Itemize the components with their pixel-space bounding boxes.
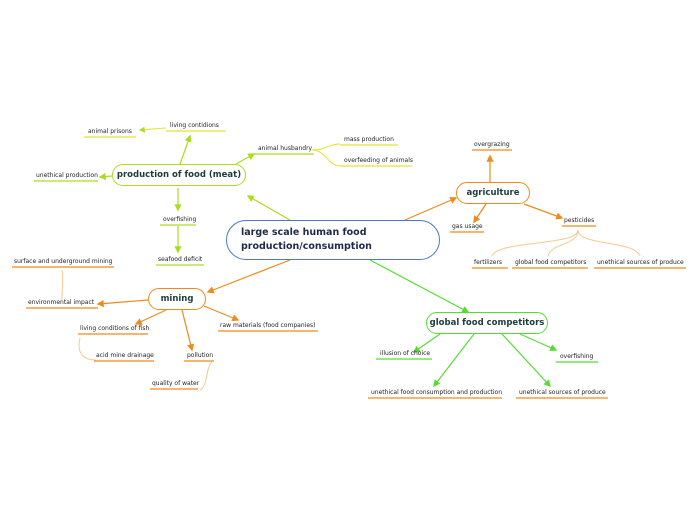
link-husbandry-mass — [311, 143, 341, 151]
leaf-animal-prisons[interactable]: animal prisons — [88, 128, 132, 135]
leaf-mass-production[interactable]: mass production — [344, 136, 394, 143]
link-mining-pollution — [181, 309, 195, 352]
link-global-overfishing — [519, 333, 558, 351]
link-agri-gas — [473, 203, 487, 224]
link-meat-husbandry — [235, 153, 256, 165]
leaf-unethical-sources-agri[interactable]: unethical sources of produce — [597, 259, 684, 266]
leaf-overfishing-global[interactable]: overfishing — [560, 353, 594, 360]
link-central-global — [369, 259, 470, 313]
link-central-agriculture — [404, 196, 458, 221]
topic-label: agriculture — [466, 188, 520, 198]
topic-label: global food competitors — [429, 318, 545, 328]
central-topic[interactable]: large scale human food production/consum… — [226, 220, 440, 260]
link-pest-unethical — [577, 229, 641, 257]
topic-mining[interactable]: mining — [148, 288, 206, 310]
leaf-acid-mine-drainage[interactable]: acid mine drainage — [96, 352, 154, 359]
leaf-living-contidions[interactable]: living contidions — [170, 122, 219, 129]
leaf-illusion-of-choice[interactable]: illusion of choice — [380, 350, 431, 357]
leaf-surface-and-underground-mining[interactable]: surface and underground mining — [14, 258, 113, 265]
leaf-unethical-sources-global[interactable]: unethical sources of produce — [519, 389, 606, 396]
topic-production-of-food-meat[interactable]: production of food (meat) — [112, 164, 246, 186]
link-pollution-water — [199, 361, 213, 391]
topic-label: mining — [160, 294, 194, 304]
link-agri-pesticides — [523, 203, 564, 220]
leaf-overgrazing[interactable]: overgrazing — [474, 141, 510, 148]
leaf-pollution[interactable]: pollution — [187, 352, 214, 359]
leaf-fertilizers[interactable]: fertilizers — [474, 259, 503, 266]
link-husbandry-overfeed — [311, 149, 341, 167]
leaf-living-conditions-of-fish[interactable]: living conditions of fish — [80, 325, 150, 332]
central-topic-label: large scale human food production/consum… — [241, 227, 372, 252]
link-mining-raw — [203, 305, 240, 322]
link-meat-unethical — [98, 172, 113, 181]
leaf-environmental-impact[interactable]: environmental impact — [28, 299, 95, 306]
link-global-consumption — [433, 333, 475, 388]
topic-label: production of food (meat) — [116, 170, 242, 180]
link-env-surface — [61, 269, 64, 301]
link-meat-living — [179, 134, 192, 165]
leaf-pesticides[interactable]: pesticides — [564, 217, 595, 224]
leaf-overfeeding-of-animals[interactable]: overfeeding of animals — [344, 157, 414, 164]
topic-global-food-competitors[interactable]: global food competitors — [426, 312, 548, 334]
link-central-mining — [206, 259, 291, 294]
link-pest-fert — [491, 229, 579, 257]
link-mining-fish — [134, 309, 167, 325]
leaf-underlines — [12, 130, 686, 399]
leaf-unethical-production[interactable]: unethical production — [36, 172, 98, 179]
link-central-meat — [246, 195, 291, 221]
leaf-seafood-deficit[interactable]: seafood deficit — [158, 256, 203, 263]
link-mining-env — [96, 299, 149, 308]
topic-agriculture[interactable]: agriculture — [456, 182, 530, 204]
leaf-raw-materials[interactable]: raw materials (food companies) — [220, 322, 316, 329]
leaf-unethical-consumption[interactable]: unethical food consumption and productio… — [371, 389, 503, 396]
link-pest-global — [547, 229, 579, 257]
leaf-global-food-competitors-agri[interactable]: global food competitors — [515, 259, 587, 266]
link-global-sources — [501, 333, 551, 388]
link-fish-acid — [78, 337, 97, 361]
leaf-overfishing-meat[interactable]: overfishing — [163, 216, 197, 223]
leaf-animal-husbandry[interactable]: animal husbandry — [258, 145, 313, 152]
leaf-gas-usage[interactable]: gas usage — [452, 223, 483, 230]
leaf-quality-of-water[interactable]: quality of water — [152, 380, 200, 387]
link-global-illusion — [412, 333, 441, 353]
link-living-prisons — [138, 126, 167, 133]
